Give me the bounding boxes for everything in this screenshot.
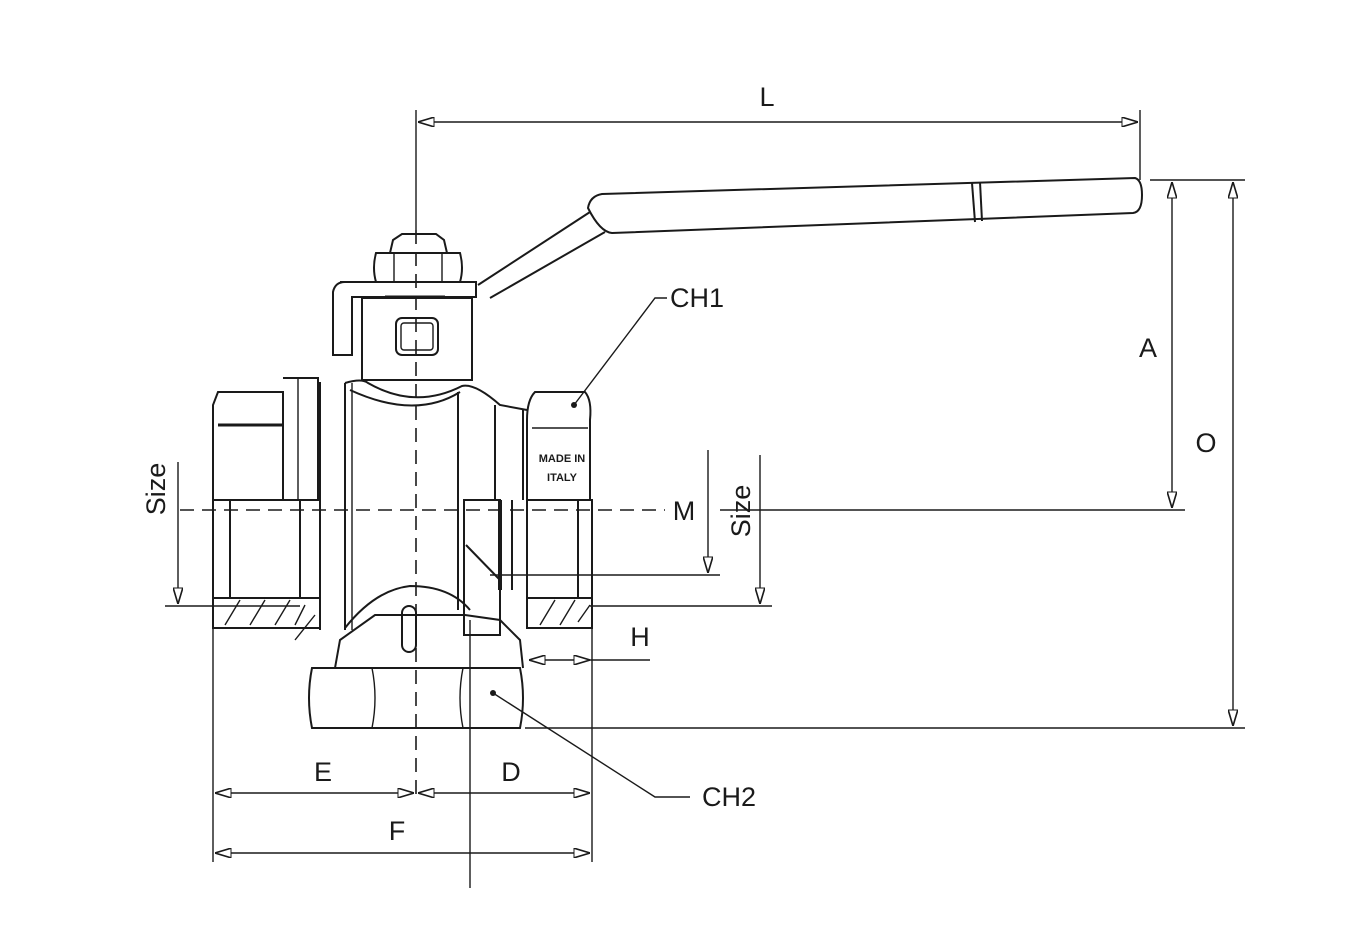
dimension-label-f: F xyxy=(389,816,406,846)
left-end-connection xyxy=(212,377,321,641)
dimension-label-e: E xyxy=(314,757,332,787)
centerlines xyxy=(180,110,1185,800)
lever-handle xyxy=(477,176,1144,299)
dimension-label-ch2: CH2 xyxy=(702,782,756,812)
stem-nut xyxy=(332,233,477,381)
dimension-label-ch1: CH1 xyxy=(670,283,724,313)
dimension-label-d: D xyxy=(501,757,521,787)
ch2-leader-line xyxy=(492,692,690,798)
dimension-label-h: H xyxy=(630,622,650,652)
right-end-connection: MADE IN ITALY xyxy=(526,391,593,629)
ch1-leader-line xyxy=(573,297,667,406)
dimension-label-size-left: Size xyxy=(141,463,171,516)
valve-body xyxy=(319,379,528,669)
dimension-label-size-right: Size xyxy=(726,485,756,538)
dimension-label-l: L xyxy=(759,82,774,112)
body-marking-line2: ITALY xyxy=(547,472,578,484)
dimension-label-o: O xyxy=(1195,428,1216,458)
dimension-lines xyxy=(165,110,1245,888)
dimension-label-m: M xyxy=(673,496,696,526)
body-marking-line1: MADE IN xyxy=(539,453,586,465)
dimension-label-a: A xyxy=(1139,333,1157,363)
